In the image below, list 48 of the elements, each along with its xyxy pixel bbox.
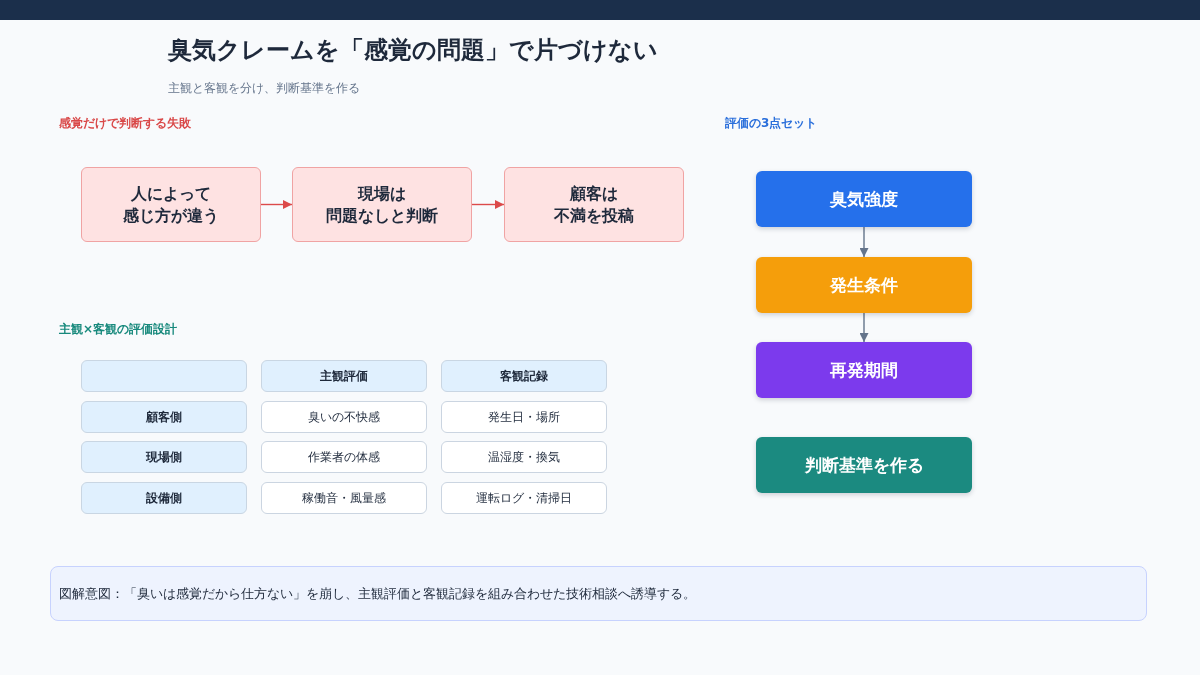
cell-text: 発生日・場所 (488, 408, 560, 426)
cell-text: 作業者の体感 (308, 448, 380, 466)
arrow (859, 226, 869, 258)
note-text: 図解意図：「臭いは感覚だから仕方ない」を崩し、主観評価と客観記録を組み合わせた技術相談へ誘導する。 (59, 584, 696, 603)
column-header-text: 客観記録 (500, 367, 548, 385)
cell-text: 臭いの不快感 (308, 408, 380, 426)
title: 臭気クレームを「感覚の問題」で片づけない (168, 36, 658, 65)
table-cell (441, 482, 607, 514)
note-box (50, 566, 1147, 621)
row-header (81, 482, 247, 514)
row-header-text: 現場側 (146, 448, 182, 466)
arrow (859, 312, 869, 343)
step-box (756, 171, 972, 227)
step-box (756, 257, 972, 313)
process-box (81, 167, 261, 242)
row-header-text: 設備側 (146, 489, 182, 507)
result-label: 判断基準を作る (804, 453, 924, 477)
step-label: 臭気強度 (830, 187, 898, 211)
table-cell (261, 441, 427, 473)
table-cell (261, 401, 427, 433)
cell-text: 稼働音・風量感 (302, 489, 386, 507)
step-label: 再発期間 (830, 358, 898, 382)
step-label: 発生条件 (830, 273, 898, 297)
process-box (292, 167, 472, 242)
section-heading: 主観×客観の評価設計 (59, 322, 178, 337)
row-header (81, 441, 247, 473)
result-box (756, 437, 972, 493)
arrow (471, 200, 505, 209)
cell-text: 温湿度・換気 (488, 448, 560, 466)
row-header-text: 顧客側 (146, 408, 182, 426)
step-box (756, 342, 972, 398)
arrow (260, 200, 293, 209)
table-cell (441, 441, 607, 473)
row-header (81, 401, 247, 433)
subtitle: 主観と客観を分け、判断基準を作る (168, 81, 360, 96)
section-heading: 感覚だけで判断する失敗 (59, 116, 191, 131)
process-label: 人によって感じ方が違う (123, 182, 219, 227)
table-corner-cell (81, 360, 247, 392)
process-label: 顧客は不満を投稿 (554, 182, 634, 227)
process-box (504, 167, 684, 242)
table-cell (441, 401, 607, 433)
column-header-text: 主観評価 (320, 367, 368, 385)
cell-text: 運転ログ・清掃日 (476, 489, 572, 507)
section-heading: 評価の3点セット (725, 116, 818, 131)
table-cell (261, 482, 427, 514)
column-header (261, 360, 427, 392)
process-label: 現場は問題なしと判断 (326, 182, 438, 227)
column-header (441, 360, 607, 392)
